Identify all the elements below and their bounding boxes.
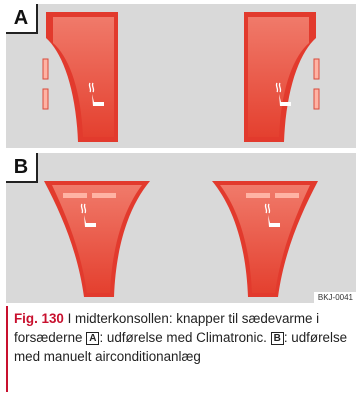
left-top-button-1 — [63, 193, 87, 198]
figure-panel-a: A — [6, 4, 356, 148]
panel-a-drawing — [42, 12, 320, 142]
left-side-button-1 — [42, 58, 49, 80]
figure-number: Fig. 130 — [14, 311, 64, 326]
panel-b-drawing — [44, 181, 318, 297]
left-console-a — [46, 12, 118, 142]
figure-caption: Fig. 130 I midterkonsollen: knapper til … — [14, 309, 350, 366]
caption-text-2: : udførelse med Clima­tronic. — [99, 330, 271, 345]
right-console-b — [212, 181, 318, 297]
heated-seat-icon — [264, 203, 280, 227]
figure-reference-code: BKJ-0041 — [313, 292, 356, 303]
right-console-a — [244, 12, 316, 142]
right-top-button-2 — [275, 193, 299, 198]
left-console-b — [44, 181, 150, 297]
right-top-button-1 — [246, 193, 270, 198]
caption-ref-a: A — [86, 332, 100, 345]
heated-seat-icon — [88, 82, 104, 106]
left-top-button-2 — [92, 193, 116, 198]
caption-text-1: I midterkonsollen: knapper til sæde­varm… — [14, 311, 320, 345]
heated-seat-icon — [80, 203, 96, 227]
right-side-button-2 — [313, 88, 320, 110]
panel-label-a: A — [6, 4, 38, 34]
caption-accent-bar — [6, 306, 8, 392]
right-side-button-1 — [313, 58, 320, 80]
heated-seat-icon — [275, 82, 291, 106]
panel-label-b: B — [6, 153, 38, 183]
left-side-button-2 — [42, 88, 49, 110]
caption-text-3: : udførelse med manuelt aircondition­anl… — [14, 330, 348, 364]
caption-ref-b: B — [270, 332, 284, 345]
figure-panel-b: B BKJ-0041 — [6, 153, 356, 303]
